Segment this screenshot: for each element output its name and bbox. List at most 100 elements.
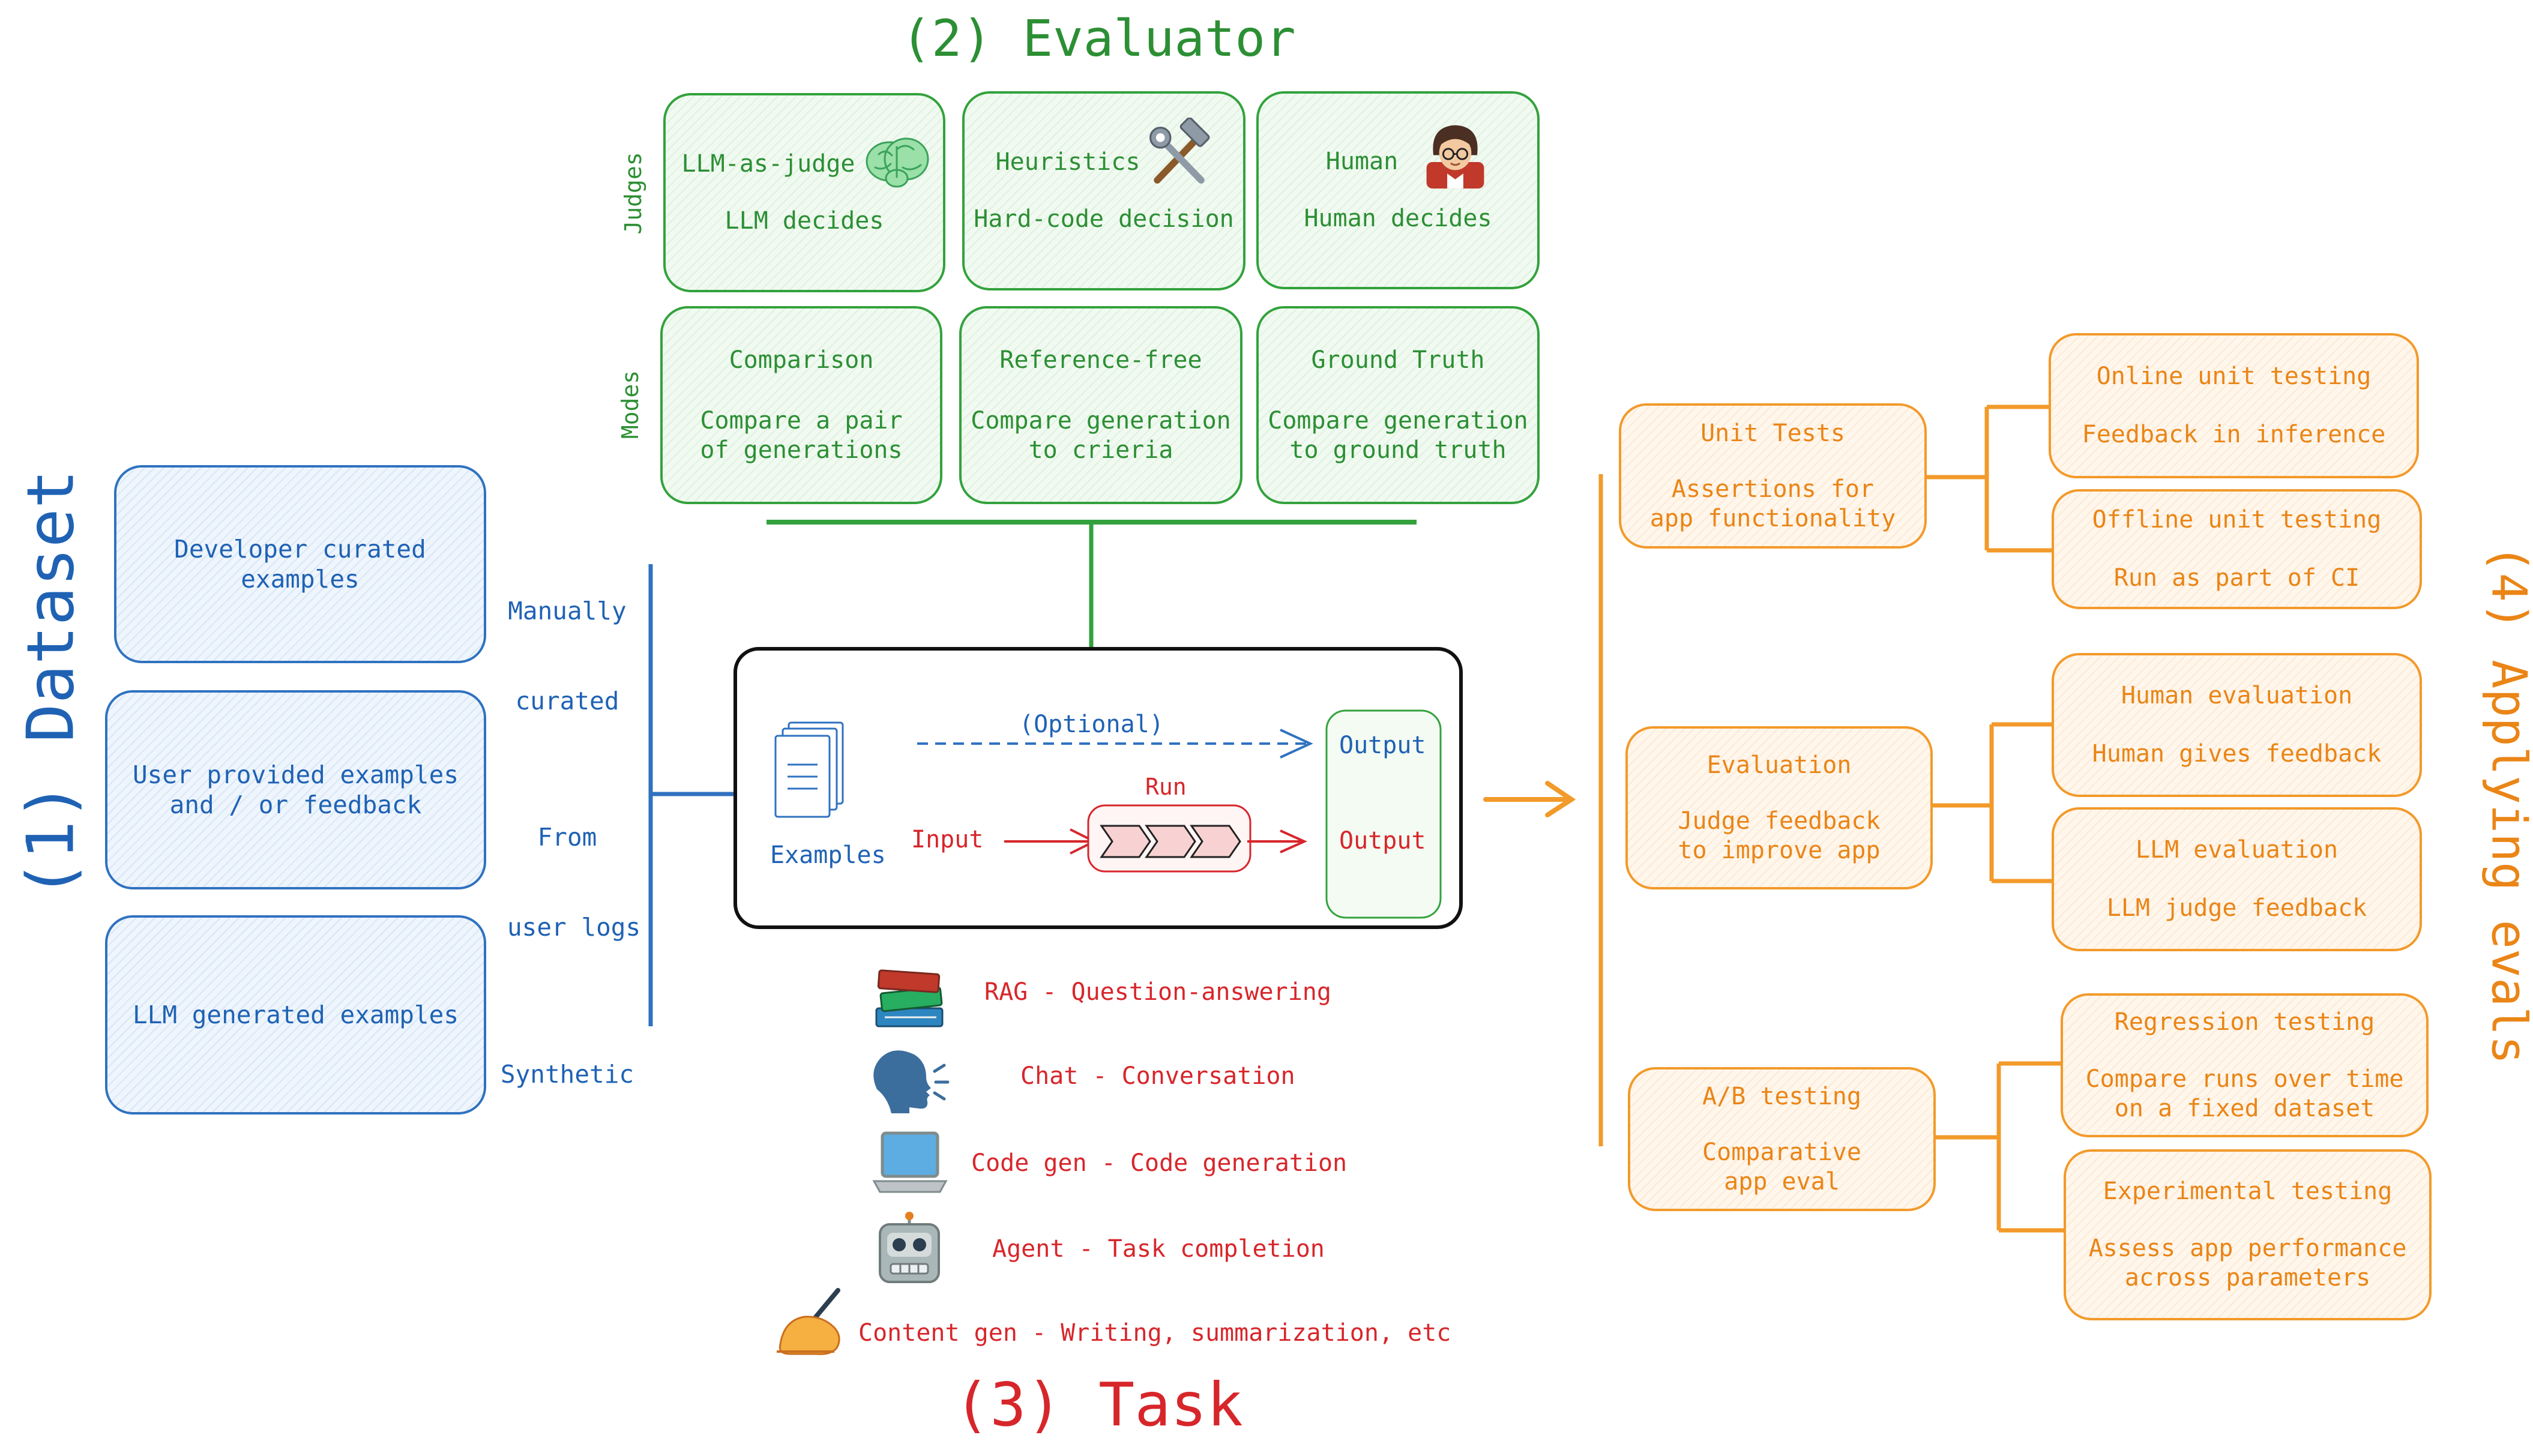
dataset-source-synthetic: Synthetic (498, 999, 636, 1119)
mode-box-reference-free: Reference-free Compare generation to cri… (959, 306, 1242, 504)
books-icon (875, 969, 944, 1027)
judge-desc: LLM decides (724, 207, 884, 235)
dataset-source-manually-curated: Manually curated (507, 536, 627, 746)
apply-box-unit-tests: Unit Tests Assertions for app functional… (1619, 403, 1927, 549)
dataset-box-developer-curated: Developer curated examples (114, 465, 486, 663)
writing-hand-icon (777, 1288, 840, 1355)
dataset-box-line1: User provided examples (132, 760, 459, 789)
dataset-source-user-logs: From user logs (507, 762, 641, 972)
dataset-box-line2: and / or feedback (169, 790, 422, 819)
apply-child-title: Human evaluation (2121, 682, 2353, 709)
dataset-source-line1: From (537, 823, 597, 852)
mode-desc-line1: Compare generation (1268, 406, 1528, 435)
mode-desc-line2: of generations (700, 436, 903, 464)
mode-title: Reference-free (999, 346, 1202, 374)
task-frame: Examples (Optional) Input Run Output Out… (733, 647, 1463, 929)
apply-child-desc: LLM judge feedback (2106, 894, 2367, 922)
apply-desc-line1: Judge feedback (1678, 807, 1881, 835)
apply-desc-line1: Assertions for (1671, 475, 1875, 503)
task-title: (3) Task (954, 1370, 1243, 1440)
apply-box-experimental-testing: Experimental testing Assess app performa… (2064, 1149, 2432, 1320)
dataset-title: (1) Dataset (13, 469, 89, 899)
apply-box-evaluation: Evaluation Judge feedback to improve app (1625, 726, 1933, 889)
mode-title: Comparison (729, 346, 874, 374)
mode-title: Ground Truth (1311, 346, 1485, 374)
task-type-chat: Chat - Conversation (1020, 1062, 1295, 1090)
ab-testing-tree (1936, 1061, 2065, 1233)
judge-title: LLM-as-judge (681, 150, 855, 178)
judge-title: Heuristics (995, 148, 1140, 176)
unit-tests-tree (1927, 405, 2053, 553)
applying-arrow (1483, 781, 1576, 817)
run-label: Run (1145, 774, 1187, 800)
apply-box-ab-testing: A/B testing Comparative app eval (1628, 1067, 1936, 1211)
apply-box-online-unit-testing: Online unit testing Feedback in inferenc… (2049, 333, 2419, 478)
task-type-rag: RAG - Question-answering (984, 978, 1331, 1006)
apply-child-title: Regression testing (2114, 1008, 2375, 1036)
mode-desc-line2: to ground truth (1289, 436, 1507, 464)
apply-child-title: Online unit testing (2096, 362, 2372, 390)
judge-desc: Human decides (1304, 205, 1492, 232)
output-arrow (1247, 829, 1307, 853)
apply-child-desc-line1: Assess app performance (2088, 1235, 2407, 1262)
documents-icon (774, 721, 844, 818)
mode-box-comparison: Comparison Compare a pair of generations (660, 306, 942, 504)
run-chevrons (1100, 825, 1241, 858)
judges-label: Judges (620, 152, 646, 235)
dataset-source-line2: user logs (507, 913, 641, 942)
mode-box-ground-truth: Ground Truth Compare generation to groun… (1256, 306, 1540, 504)
apply-child-title: LLM evaluation (2135, 836, 2339, 864)
optional-arrow (917, 729, 1313, 759)
task-type-content-gen: Content gen - Writing, summarization, et… (858, 1319, 1451, 1347)
apply-desc-line2: app functionality (1649, 504, 1896, 532)
apply-child-desc: Run as part of CI (2113, 564, 2360, 592)
apply-box-human-evaluation: Human evaluation Human gives feedback (2052, 653, 2422, 797)
mode-desc-line1: Compare a pair (700, 406, 903, 435)
apply-child-desc: Human gives feedback (2092, 740, 2382, 768)
apply-title: Unit Tests (1700, 419, 1845, 447)
dataset-source-line1: Manually (508, 597, 627, 625)
apply-desc-line2: app eval (1724, 1167, 1840, 1196)
apply-box-llm-evaluation: LLM evaluation LLM judge feedback (2052, 807, 2422, 951)
input-arrow (1004, 828, 1097, 855)
robot-icon (879, 1212, 940, 1283)
examples-label: Examples (770, 841, 886, 869)
evaluation-tree (1933, 722, 2053, 883)
apply-child-title: Offline unit testing (2092, 506, 2382, 534)
task-type-code-gen: Code gen - Code generation (971, 1149, 1348, 1177)
applying-title: (4) Applying evals (2481, 544, 2533, 1065)
laptop-icon (872, 1131, 948, 1193)
hammer-wrench-icon (1149, 118, 1210, 184)
teacher-icon (1426, 125, 1484, 189)
apply-box-offline-unit-testing: Offline unit testing Run as part of CI (2052, 489, 2422, 609)
mode-desc-line2: to crieria (1028, 436, 1173, 464)
apply-desc-line1: Comparative (1702, 1138, 1861, 1166)
evaluator-title: (2) Evaluator (901, 9, 1296, 68)
judge-title: Human (1325, 148, 1399, 175)
apply-box-regression-testing: Regression testing Compare runs over tim… (2061, 993, 2429, 1137)
optional-label: (Optional) (1019, 711, 1164, 738)
judge-box-human: Human Human decides (1256, 91, 1540, 289)
task-frame-drawing (774, 709, 1442, 919)
dataset-box-line1: Developer curated (174, 535, 426, 564)
apply-child-desc-line2: across parameters (2124, 1264, 2371, 1292)
apply-child-desc-line2: on a fixed dataset (2114, 1094, 2375, 1122)
dataset-source-line1: Synthetic (500, 1060, 634, 1089)
brain-icon (866, 137, 929, 188)
apply-child-desc: Feedback in inference (2082, 421, 2386, 448)
output-label-bottom: Output (1339, 827, 1426, 855)
judge-desc: Hard-code decision (974, 205, 1234, 233)
mode-desc-line1: Compare generation (971, 406, 1231, 435)
output-box (1325, 709, 1442, 919)
modes-label: Modes (617, 370, 643, 439)
task-type-agent: Agent - Task completion (992, 1235, 1325, 1263)
dataset-box-llm-generated: LLM generated examples (105, 915, 486, 1115)
dataset-box-user-provided: User provided examples and / or feedback (105, 690, 486, 889)
apply-child-title: Experimental testing (2103, 1178, 2393, 1205)
dataset-box-line2: examples (241, 565, 360, 594)
speaking-head-icon (873, 1050, 950, 1113)
judge-box-llm-as-judge: LLM-as-judge LLM decides (663, 93, 945, 292)
apply-desc-line2: to improve app (1678, 836, 1881, 864)
